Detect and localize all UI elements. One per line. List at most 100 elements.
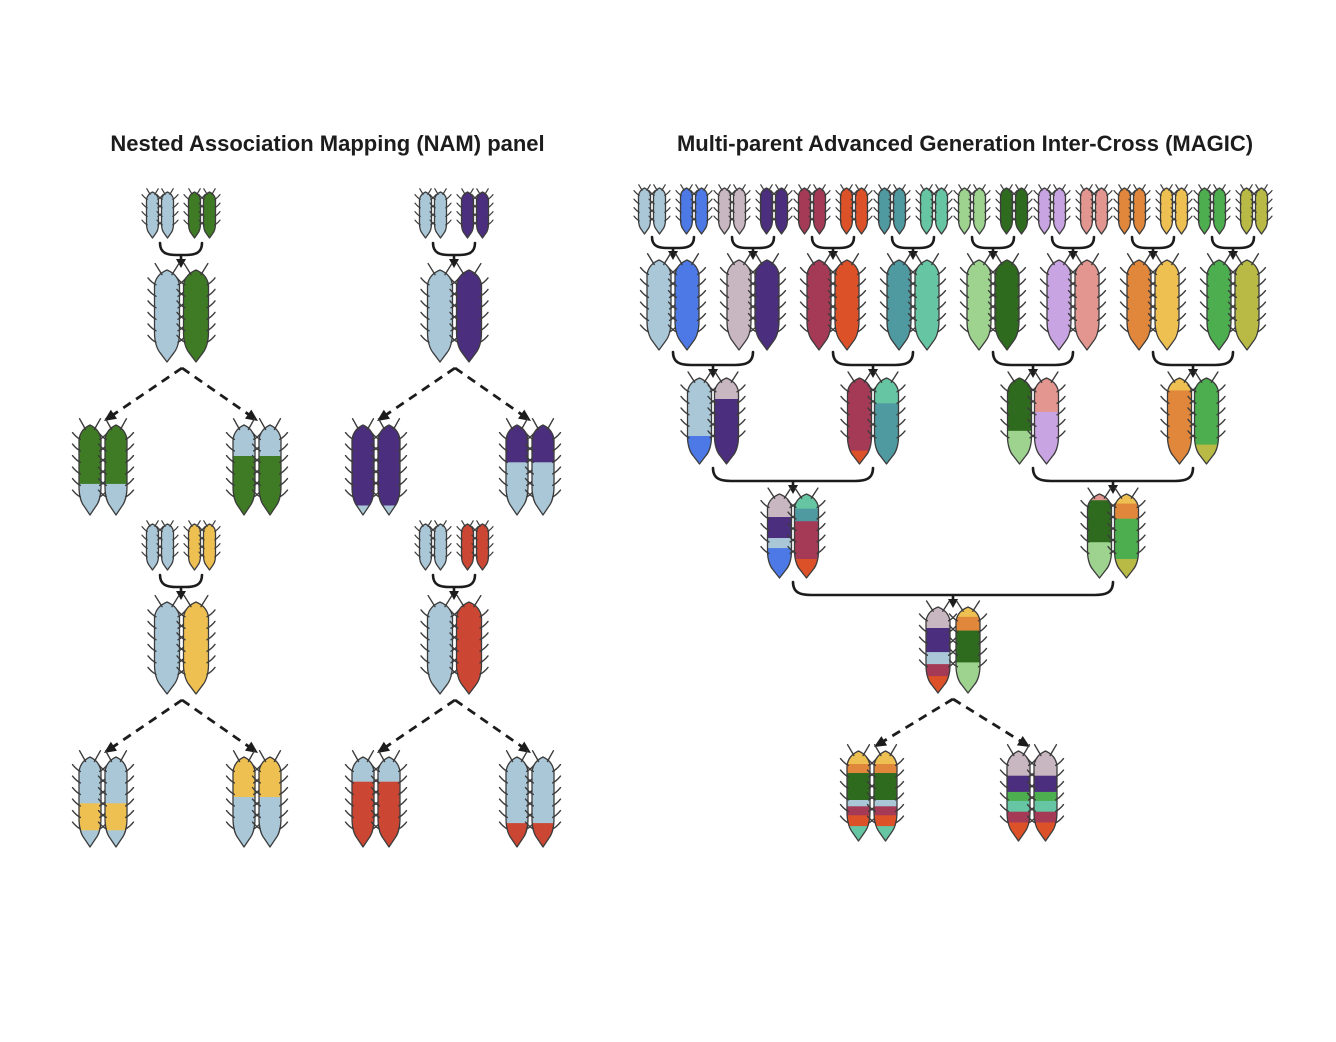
nam-cross-purple-ril-spike [524,418,562,516]
magic-founder-cross-bracket-8 [1210,235,1256,260]
magic-founder-forestgreen-spike [1010,184,1033,235]
magic-ril-spike [999,744,1038,842]
nam-cross-green-ril-spike [71,418,109,516]
magic-f1-spike [667,253,707,351]
nam-cross-gold-selfing-arrow-left [104,698,183,753]
nam-cross-gold-f1-spike [176,594,216,695]
magic-f1-spike [879,253,919,351]
magic-f1-spike [1147,253,1187,351]
nam-cross-purple-parent2-spike [456,188,479,239]
magic-eightway-spike [948,600,988,694]
magic-f1-cross-bracket [1151,350,1235,378]
magic-f1-spike [1067,253,1107,351]
nam-cross-purple-cross-bracket [431,241,477,268]
magic-founder-orangered-spike [835,184,858,235]
magic-twoway-cross-bracket [1031,466,1195,494]
nam-cross-gold-ril-spike [97,750,135,848]
magic-founder-mauve-spike [728,184,751,235]
magic-founder-cross-bracket-3 [810,235,856,260]
nam-cross-purple-selfing-arrow-left [377,366,456,421]
nam-cross-green-parent1-spike [156,188,179,239]
magic-founder-teal-spike [888,184,911,235]
magic-founder-purple-spike [770,184,793,235]
nam-cross-red-cross-bracket [431,573,477,600]
nam-cross-green-cross-bracket [158,241,204,268]
magic-fourway-cross-bracket [791,580,1115,608]
magic-founder-mint-spike [915,184,938,235]
magic-f1-spike [639,253,679,351]
nam-cross-green-selfing-arrow-right [181,366,258,421]
nam-cross-gold-cross-bracket [158,573,204,600]
magic-selfing-arrow-left [874,697,954,747]
magic-panel-title: Multi-parent Advanced Generation Inter-C… [676,131,1254,156]
magic-f1-spike [907,253,947,351]
nam-cross-purple-parent2-spike [471,188,494,239]
nam-cross-purple-ril-spike [370,418,408,516]
magic-f1-spike [827,253,867,351]
magic-ril-spike [866,744,905,842]
magic-founder-cross-bracket-7 [1130,235,1176,260]
magic-founder-maroon-spike [808,184,831,235]
nam-cross-green-ril-spike [251,418,289,516]
magic-founder-lightgreen-spike [968,184,991,235]
nam-cross-gold-f1-spike [147,594,187,695]
magic-f1-spike [959,253,999,351]
nam-cross-red-ril-spike [344,750,382,848]
magic-founder-cross-bracket-5 [970,235,1016,260]
nam-cross-purple-ril-spike [498,418,536,516]
magic-founder-lightblue-spike [648,184,671,235]
magic-selfing-arrow-right [952,697,1030,747]
nam-cross-red-selfing-arrow-right [454,698,531,753]
magic-founder-cross-bracket-2 [730,235,776,260]
magic-founder-lilac-spike [1033,184,1056,235]
magic-founder-mint-spike [930,184,953,235]
nam-cross-purple-selfing-arrow-right [454,366,531,421]
magic-twoway-spike [707,371,746,465]
nam-cross-purple-f1-spike [449,262,489,363]
magic-founder-dustypink-spike [1090,184,1113,235]
nam-cross-red-f1-spike [449,594,489,695]
nam-cross-red-ril-spike [370,750,408,848]
nam-cross-gold-parent2-spike [198,520,221,571]
nam-cross-green-parent2-spike [198,188,221,239]
magic-eightway-spike [918,600,958,694]
magic-founder-cross-bracket-6 [1050,235,1096,260]
magic-f1-spike [1119,253,1159,351]
magic-f1-cross-bracket [671,350,755,378]
magic-founder-teal-spike [873,184,896,235]
nam-cross-gold-parent1-spike [156,520,179,571]
magic-founder-cross-bracket-1 [650,235,696,260]
magic-founder-orange-spike [1128,184,1151,235]
nam-cross-red-parent2-spike [471,520,494,571]
magic-twoway-spike [1160,371,1199,465]
magic-fourway-spike [787,487,826,579]
nam-cross-green-selfing-arrow-left [104,366,183,421]
nam-cross-red-parent1-spike [429,520,452,571]
nam-cross-purple-parent1-spike [429,188,452,239]
magic-founder-lightgreen-spike [953,184,976,235]
magic-f1-cross-bracket [991,350,1075,378]
magic-twoway-cross-bracket [711,466,875,494]
nam-cross-red-selfing-arrow-left [377,698,456,753]
magic-f1-spike [987,253,1027,351]
magic-f1-spike [747,253,787,351]
nam-cross-gold-parent2-spike [183,520,206,571]
magic-twoway-spike [867,371,906,465]
nam-cross-purple-ril-spike [344,418,382,516]
nam-cross-gold-ril-spike [71,750,109,848]
magic-f1-spike [1039,253,1079,351]
nam-cross-green-f1-spike [147,262,187,363]
magic-founder-olive-spike [1250,184,1273,235]
magic-founder-royalblue-spike [690,184,713,235]
magic-founder-cross-bracket-4 [890,235,936,260]
nam-cross-gold-ril-spike [225,750,263,848]
nam-panel-title: Nested Association Mapping (NAM) panel [110,131,545,156]
magic-f1-cross-bracket [831,350,915,378]
magic-f1-spike [1227,253,1267,351]
nam-cross-green-ril-spike [225,418,263,516]
magic-founder-lilac-spike [1048,184,1071,235]
magic-founder-gold-spike [1170,184,1193,235]
magic-founder-medgreen-spike [1208,184,1231,235]
